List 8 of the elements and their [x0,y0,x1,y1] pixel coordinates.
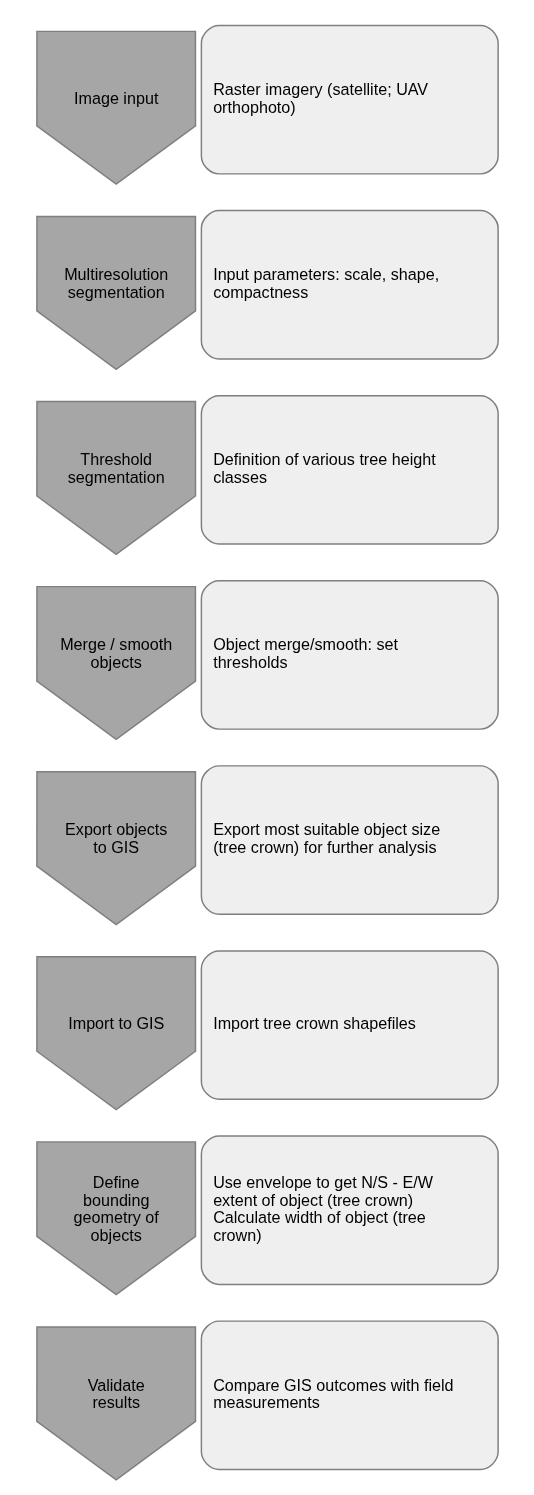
node-box: Object merge/smooth: set thresholds [200,580,499,730]
node-box: Use envelope to get N/S - E/W extent of object (tree crown) Calculate width of object (tree crown) [200,1135,499,1286]
node-box: Input parameters: scale, shape, compactness [200,209,499,360]
node-box: Compare GIS outcomes with field measurements [200,1320,499,1471]
node-box: Definition of various tree height classes [200,394,499,545]
node-box: Export most suitable object size (tree crown) for further analysis [200,765,499,915]
node-box: Import tree crown shapefiles [200,950,499,1101]
node-box: Raster imagery (satellite; UAV orthophoto) [200,24,499,175]
